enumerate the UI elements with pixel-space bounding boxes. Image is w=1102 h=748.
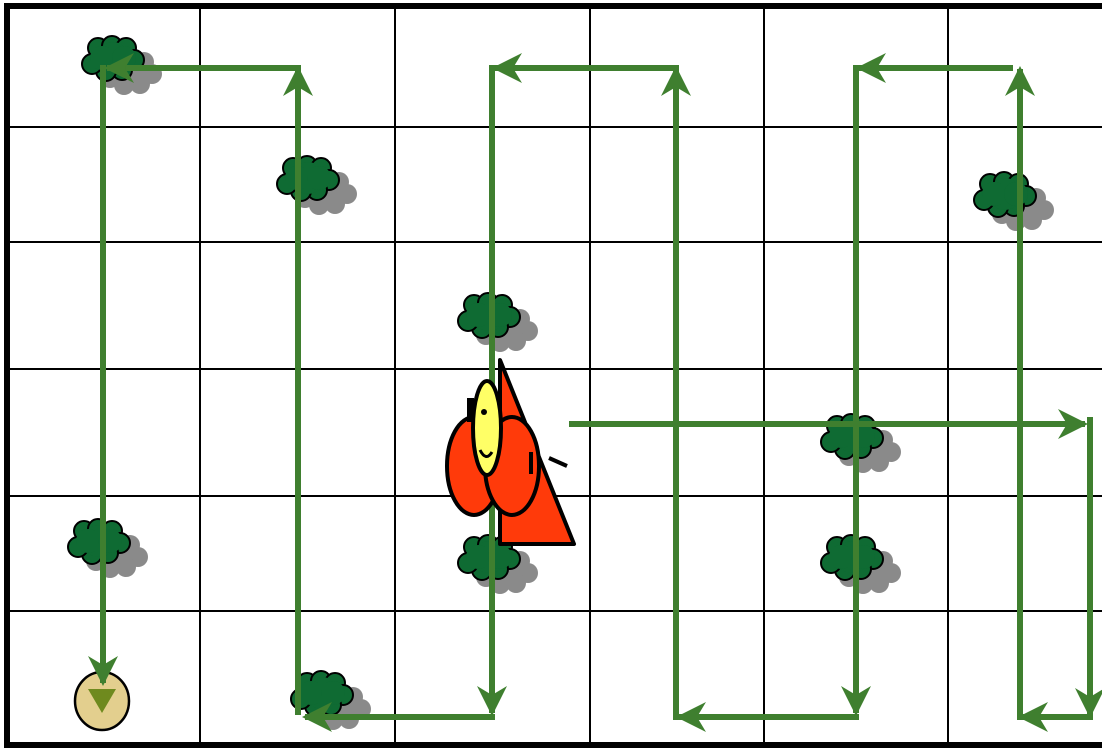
bushes — [67, 35, 1055, 731]
bush-icon — [290, 670, 372, 731]
search-path — [88, 53, 1102, 732]
bush-icon — [276, 155, 358, 216]
bush-icon — [67, 518, 149, 579]
grid-border — [4, 3, 1102, 748]
grid — [10, 6, 1102, 745]
person-icon — [445, 358, 576, 546]
bush-icon — [457, 292, 539, 353]
bush-icon — [973, 171, 1055, 232]
bush-icon — [820, 534, 902, 595]
